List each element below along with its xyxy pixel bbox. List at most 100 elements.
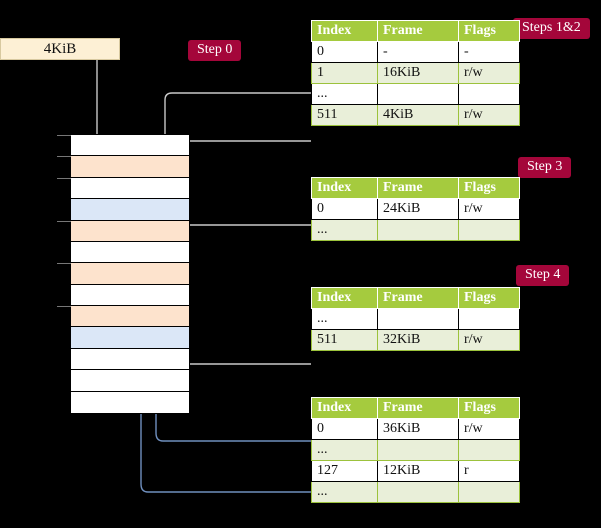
- badge-step-4: Step 4: [516, 265, 570, 287]
- cell-flags: -: [458, 41, 520, 63]
- column-header-frame: Frame: [377, 397, 459, 419]
- cell-frame: 16KiB: [377, 62, 459, 84]
- column-header-flags: Flags: [458, 397, 520, 419]
- memory-row-0-free: [57, 135, 189, 157]
- cell-index: 0: [311, 198, 378, 220]
- cell-flags: [458, 83, 520, 105]
- badge-step-0: Step 0: [188, 40, 242, 62]
- cell-index: 511: [311, 104, 378, 126]
- column-header-flags: Flags: [458, 177, 520, 199]
- badge-steps-1-2: Steps 1&2: [513, 18, 590, 40]
- badge-step-3: Step 3: [518, 157, 572, 179]
- cell-index: 127: [311, 460, 378, 482]
- badge-step-4-label: Step 4: [516, 265, 570, 287]
- table-row: ...: [311, 219, 520, 241]
- memory-row-3-allocated: [71, 199, 189, 221]
- memory-row-tick: [57, 306, 71, 307]
- cell-frame: 12KiB: [377, 460, 459, 482]
- memory-row-5-free: [71, 241, 189, 264]
- memory-row-tick: [57, 263, 71, 265]
- cell-flags: r/w: [458, 198, 520, 220]
- memory-row-9-allocated: [71, 327, 189, 349]
- cell-index: ...: [311, 439, 378, 461]
- cell-index: ...: [311, 308, 378, 330]
- badge-steps-1-2-label: Steps 1&2: [513, 18, 590, 40]
- column-header-frame: Frame: [377, 287, 459, 309]
- badge-step-3-label: Step 3: [518, 157, 572, 179]
- table-row: 0--: [311, 41, 520, 63]
- memory-row-4-used: [57, 220, 189, 242]
- column-header-index: Index: [311, 177, 378, 199]
- memory-row-10-free: [71, 348, 189, 371]
- cell-flags: [458, 308, 520, 330]
- memory-row-12-free: [71, 391, 189, 413]
- column-header-flags: Flags: [458, 20, 520, 42]
- cell-index: 0: [311, 41, 378, 63]
- memory-row-11-free: [71, 370, 189, 392]
- cell-flags: [458, 481, 520, 503]
- memory-row-2-free: [57, 177, 189, 200]
- cell-index: ...: [311, 219, 378, 241]
- cell-frame: [377, 308, 459, 330]
- table-row: ...: [311, 439, 520, 461]
- column-header-index: Index: [311, 397, 378, 419]
- cell-flags: r/w: [458, 329, 520, 351]
- physical-memory-strip: [57, 134, 190, 414]
- cell-frame: 36KiB: [377, 418, 459, 440]
- cell-index: 511: [311, 329, 378, 351]
- cell-index: 0: [311, 418, 378, 440]
- memory-row-tick: [57, 135, 71, 136]
- badge-step-0-label: Step 0: [188, 40, 242, 62]
- memory-row-tick: [57, 220, 71, 222]
- request-size-label: 4KiB: [43, 40, 77, 57]
- cell-index: 1: [311, 62, 378, 84]
- cell-index: ...: [311, 481, 378, 503]
- memory-row-8-used: [57, 306, 189, 328]
- cell-frame: -: [377, 41, 459, 63]
- cell-frame: [377, 219, 459, 241]
- cell-flags: r/w: [458, 62, 520, 84]
- cell-frame: [377, 439, 459, 461]
- cell-flags: [458, 439, 520, 461]
- table-row: ...: [311, 481, 520, 503]
- wire-t3r511-to-memory: [175, 308, 311, 365]
- cell-index: ...: [311, 83, 378, 105]
- wire-t2r0-to-memory: [182, 224, 311, 294]
- column-header-index: Index: [311, 20, 378, 42]
- memory-row-tick: [57, 156, 71, 158]
- cell-flags: [458, 219, 520, 241]
- cell-frame: 24KiB: [377, 198, 459, 220]
- memory-row-1-used: [57, 156, 189, 178]
- memory-row-7-free: [71, 284, 189, 306]
- cell-frame: [377, 83, 459, 105]
- column-header-frame: Frame: [377, 20, 459, 42]
- memory-row-tick: [57, 177, 71, 179]
- request-size-box: 4KiB: [0, 38, 120, 60]
- column-header-frame: Frame: [377, 177, 459, 199]
- cell-flags: r/w: [458, 104, 520, 126]
- table-row: ...: [311, 83, 520, 105]
- cell-frame: 32KiB: [377, 329, 459, 351]
- cell-flags: r/w: [458, 418, 520, 440]
- cell-frame: [377, 481, 459, 503]
- table-row: ...: [311, 308, 520, 330]
- cell-flags: r: [458, 460, 520, 482]
- column-header-flags: Flags: [458, 287, 520, 309]
- memory-row-6-used: [57, 263, 189, 285]
- wire-t1r511-to-memory: [175, 140, 311, 159]
- cell-frame: 4KiB: [377, 104, 459, 126]
